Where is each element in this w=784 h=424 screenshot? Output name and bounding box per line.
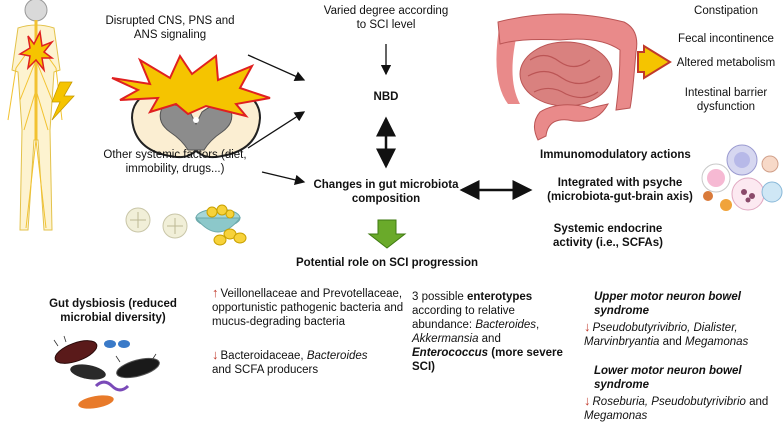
fecal-incontinence-label: Fecal incontinence: [678, 33, 774, 45]
down-arrow-icon: ↓: [584, 393, 591, 408]
potential-role-label: Potential role on SCI progression: [295, 257, 479, 269]
flow-arrows: [247, 44, 533, 200]
immune-cells-icon: [701, 144, 783, 211]
down-arrow-icon: ↓: [212, 347, 219, 362]
varied-degree-label: Varied degree according to SCI level: [323, 5, 449, 31]
gut-dysbiosis-label: Gut dysbiosis (reduced microbial diversi…: [49, 298, 177, 324]
umn-title: Upper motor neuron bowel syndrome: [594, 291, 741, 317]
increased-bacteria-text: ↑Veillonellaceae and Prevotellaceae, opp…: [212, 285, 404, 329]
barrier-dysfunction-label: Intestinal barrier dysfunction: [684, 87, 768, 113]
enterotypes-text: 3 possible enterotypes according to rela…: [412, 291, 563, 373]
human-nervous-system-icon: [7, 0, 75, 231]
intestine-icon: [496, 13, 638, 141]
constipation-label: Constipation: [694, 5, 758, 17]
outcome-arrow-icon: [637, 44, 672, 80]
microbiota-changes-label: Changes in gut microbiota composition: [313, 179, 459, 205]
other-factors-label: Other systemic factors (diet, immobility…: [103, 149, 247, 175]
lmn-bacteria-text: ↓Roseburia, Pseudobutyrivibrio and Megam…: [584, 393, 769, 423]
lmn-title: Lower motor neuron bowel syndrome: [594, 365, 742, 391]
spinal-cord-injury-icon: [111, 53, 271, 159]
pills-icon: [125, 204, 247, 246]
green-down-arrow-icon: [367, 219, 407, 249]
disrupted-signaling-label: Disrupted CNS, PNS and ANS signaling: [105, 15, 235, 41]
altered-metabolism-label: Altered metabolism: [676, 57, 776, 69]
up-arrow-icon: ↑: [212, 285, 219, 300]
endocrine-label: Systemic endocrine activity (i.e., SCFAs…: [553, 223, 663, 249]
psyche-label: Integrated with psyche (microbiota-gut-b…: [547, 177, 693, 203]
immunomodulatory-label: Immunomodulatory actions: [540, 149, 691, 161]
decreased-bacteria-text: ↓Bacteroidaceae, Bacteroides and SCFA pr…: [212, 347, 368, 377]
umn-bacteria-text: ↓Pseudobutyrivibrio, Dialister, Marvinbr…: [584, 319, 749, 349]
down-arrow-icon: ↓: [584, 319, 591, 334]
bacteria-icon: [53, 335, 160, 409]
nbd-label: NBD: [373, 91, 399, 103]
